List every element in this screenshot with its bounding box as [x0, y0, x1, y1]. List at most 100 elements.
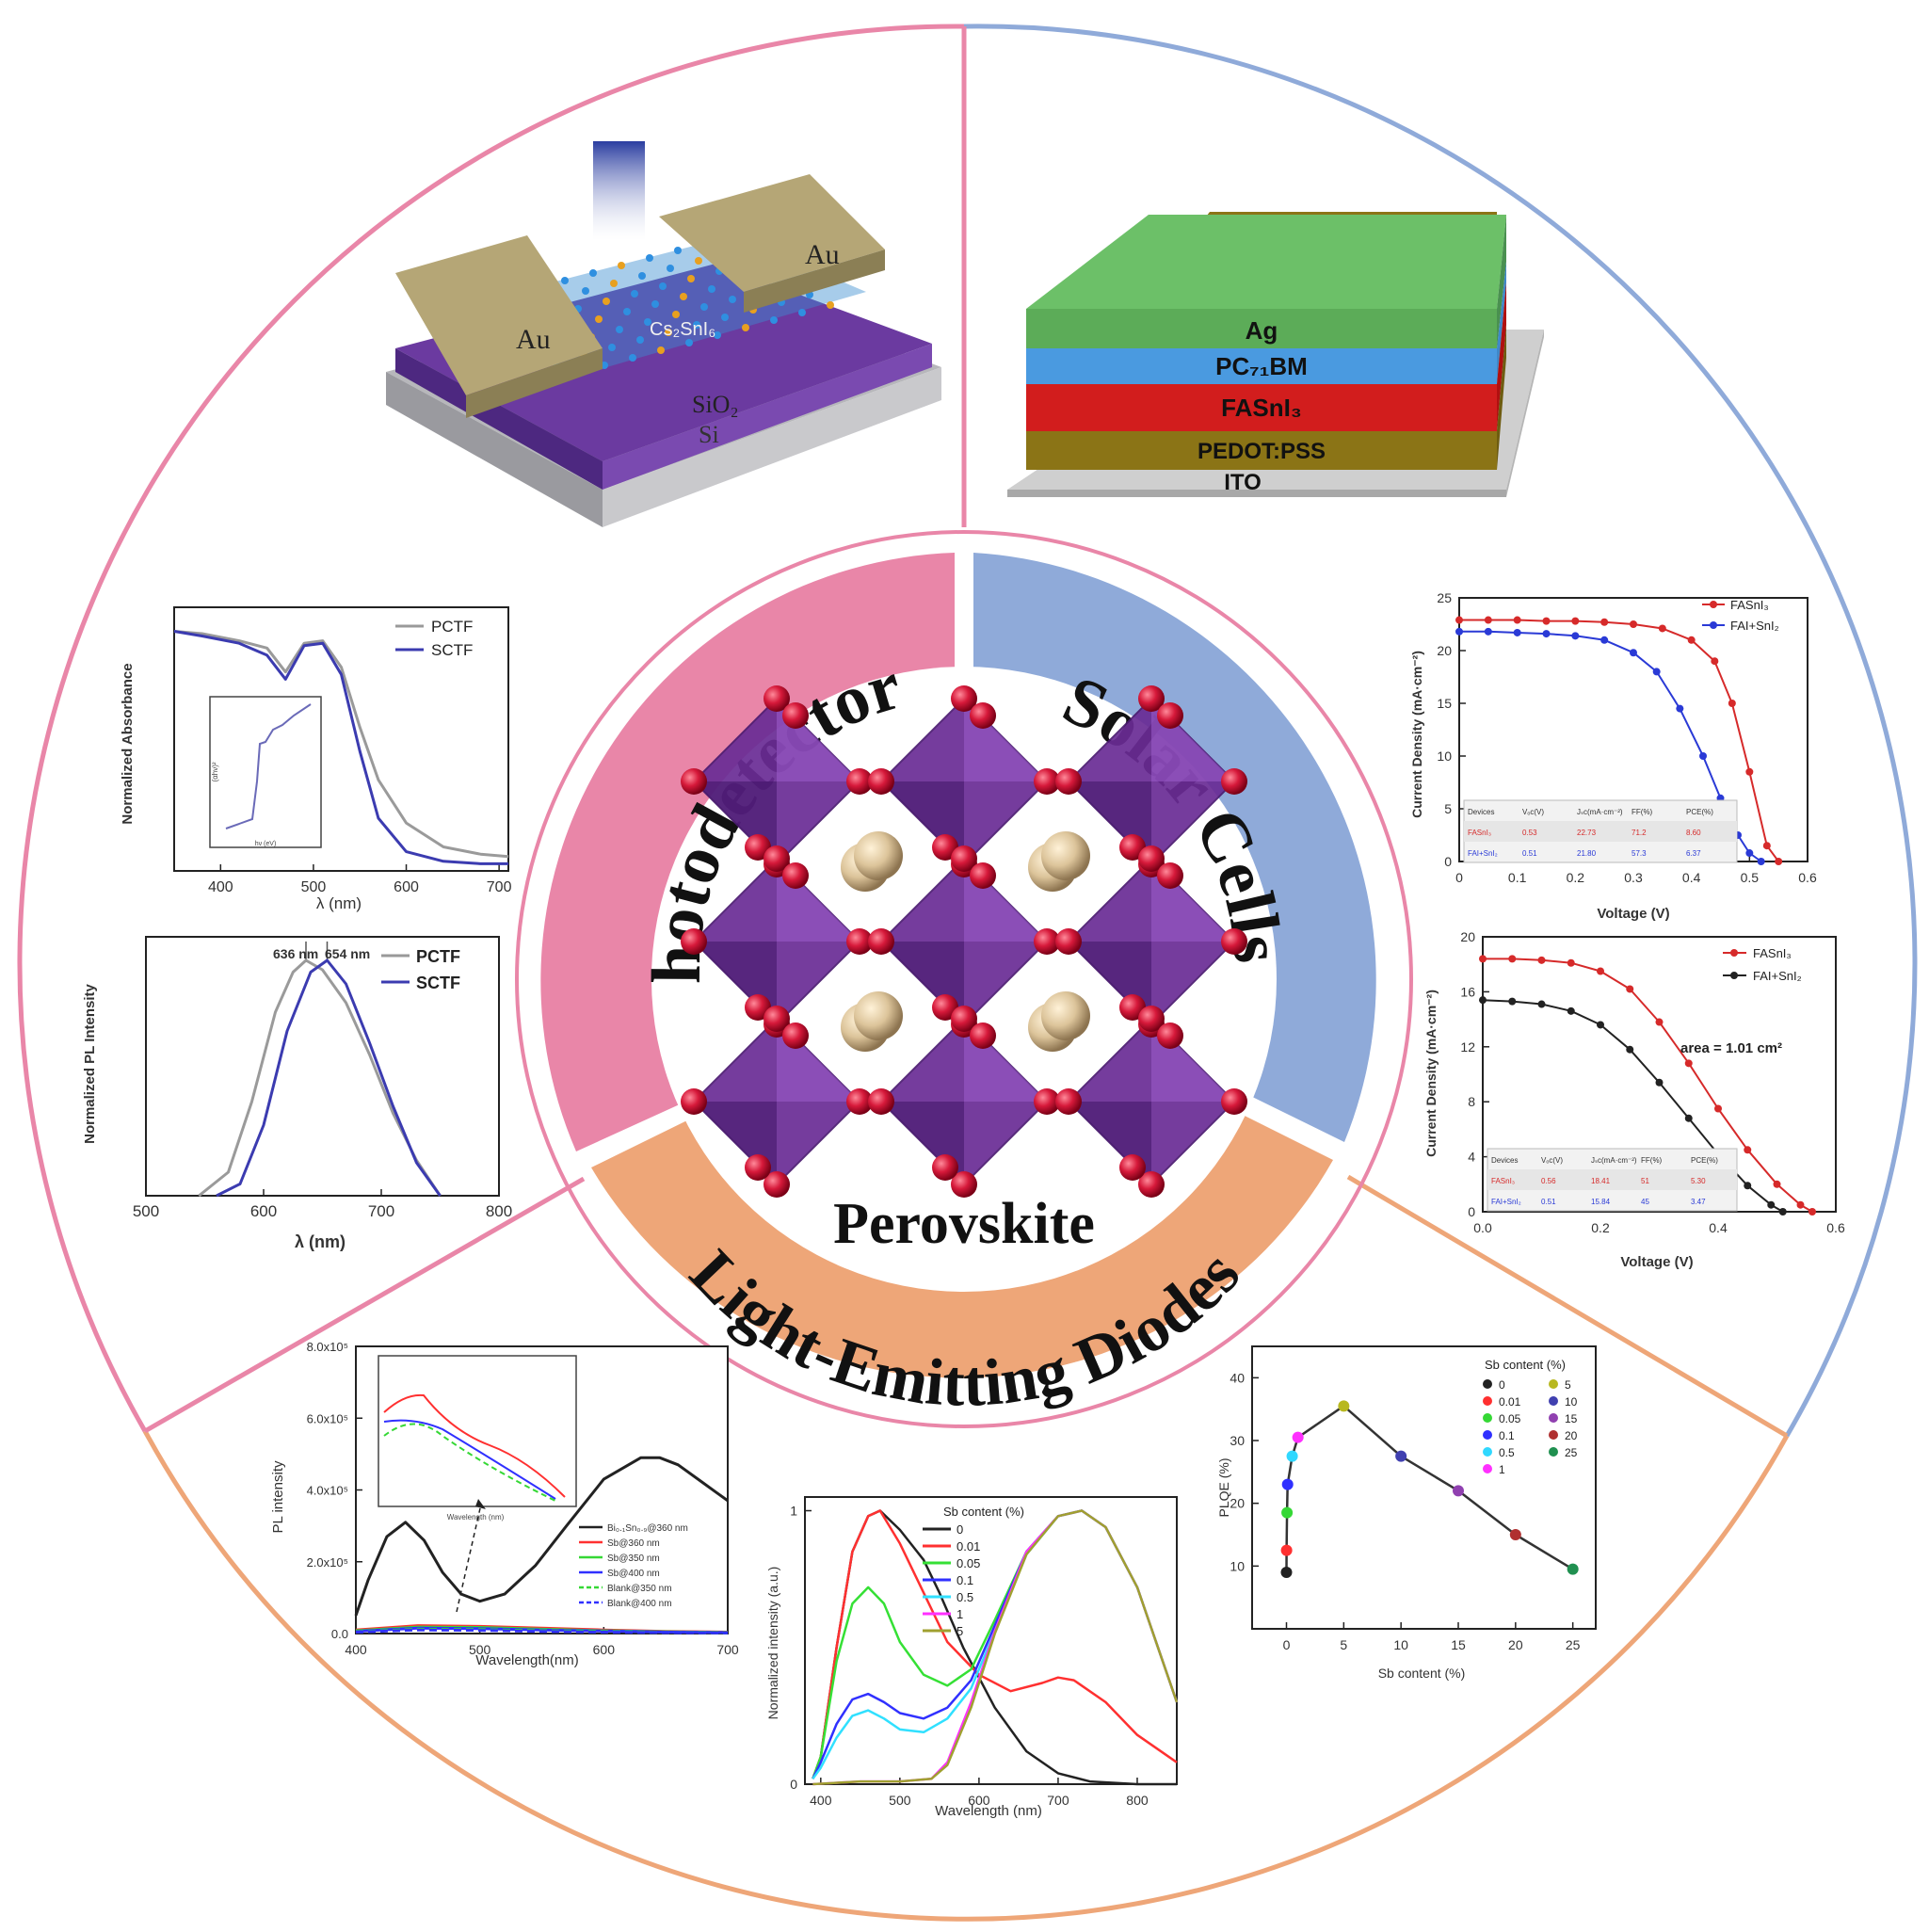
layer-fasni3 [1026, 384, 1497, 431]
oxygen-atom [1138, 1171, 1165, 1198]
abs-legend-pctf: PCTF [431, 618, 473, 636]
lattice-atom [595, 315, 603, 323]
ledTicks-ytick: 2.0x10⁵ [307, 1555, 348, 1570]
normalized-pl-chart: Normalized intensity (a.u.) Wavelength (… [765, 1496, 1179, 1819]
oxygen-atom [1157, 1022, 1183, 1049]
norm-legend-item: 0.1 [956, 1573, 973, 1587]
jv2-legend-b: FAI+SnI₂ [1753, 969, 1802, 983]
oxygen-atom [1138, 1006, 1165, 1032]
oxygen-atom [1034, 768, 1060, 795]
jv1Ticks-xtick: 0.6 [1798, 870, 1817, 885]
segment-leds[interactable] [591, 1109, 1333, 1378]
jv1Lines-point [1571, 617, 1580, 625]
plqeTicks-xtick: 10 [1393, 1637, 1408, 1652]
jv1Table-header: PCE(%) [1686, 808, 1713, 816]
led-legend-item: Sb@400 nm [607, 1569, 660, 1579]
layer-pedot [1026, 430, 1497, 470]
sio2-label: SiO₂ [692, 391, 739, 418]
oxygen-atom [846, 768, 873, 795]
oxygen-atom [868, 928, 894, 955]
plqeTicks-ytick: 10 [1230, 1558, 1245, 1573]
jv2Lines-point [1597, 967, 1604, 975]
jv1Lines-point [1484, 616, 1492, 624]
jv1Ticks-ytick: 10 [1437, 749, 1452, 764]
oxygen-atom [970, 862, 996, 889]
jv1Table-header: Devices [1468, 808, 1494, 816]
jv2Lines-point [1626, 985, 1634, 993]
normLines-series-1 [812, 1509, 1178, 1779]
abs-inset [209, 696, 322, 848]
led-inset-xlabel: Wavelength (nm) [447, 1513, 505, 1521]
oxygen-atom [951, 685, 977, 712]
jv1Table-header: Jₛc(mA·cm⁻²) [1577, 808, 1623, 816]
oxygen-atom [1034, 928, 1060, 955]
oxygen-atom [681, 1088, 707, 1115]
jv2Lines-point [1567, 958, 1575, 967]
jv-chart-2: Current Density (mA·cm⁻²) Voltage (V) 0.… [1423, 929, 1845, 1270]
plTicks-xtick: 500 [133, 1202, 159, 1220]
oxygen-atom [846, 928, 873, 955]
lattice-atom [636, 336, 644, 344]
outer-ring [17, 24, 1918, 1922]
oxygen-atom [1034, 1088, 1060, 1115]
plqe-xlabel: Sb content (%) [1378, 1666, 1466, 1681]
led-legend-item: Sb@360 nm [607, 1538, 660, 1549]
lattice-atom [721, 314, 729, 321]
cation-atom [854, 991, 903, 1040]
jv1Ticks-ytick: 15 [1437, 696, 1452, 711]
plqeLines-point [1395, 1450, 1407, 1462]
jv1Ticks-xtick: 0.3 [1624, 870, 1643, 885]
jv1Lines-point [1600, 636, 1609, 644]
jv2Table-cell: 0.51 [1541, 1198, 1556, 1206]
plqe-ylabel: PLQE (%) [1216, 1457, 1231, 1517]
norm-legend-item: 1 [956, 1607, 963, 1621]
oxygen-atom [745, 1154, 771, 1181]
jv2Lines-point [1773, 1180, 1781, 1188]
plqe-legend-item: 15 [1565, 1412, 1578, 1425]
jv1Lines-point [1630, 649, 1637, 657]
norm-legend-title: Sb content (%) [943, 1505, 1024, 1519]
jv1Ticks-xtick: 0 [1455, 870, 1463, 885]
jv2Lines-point [1655, 1078, 1664, 1087]
plqeLines-point [1280, 1567, 1293, 1578]
plqe-legend-title: Sb content (%) [1485, 1358, 1566, 1372]
jv1Table-cell: 0.53 [1522, 829, 1537, 837]
segment-photodetectors[interactable] [540, 553, 955, 1151]
jv1Ticks-ytick: 25 [1437, 590, 1452, 605]
jv2Lines-series-1 [1482, 999, 1784, 1213]
led-inset [378, 1355, 577, 1507]
led-arrow [456, 1507, 481, 1613]
oxygen-atom [764, 845, 790, 872]
jv1-xlabel: Voltage (V) [1597, 906, 1669, 922]
pl-peak1-label: 636 nm [273, 946, 318, 961]
cation-atom [854, 831, 903, 880]
jv1Table-cell: FAI+SnI₂ [1468, 849, 1498, 858]
jv2Lines-point [1479, 955, 1487, 963]
jv2Lines-point [1744, 1146, 1752, 1154]
jv2Lines-point [1567, 1006, 1575, 1015]
jv1Lines-point [1571, 632, 1580, 640]
jv1Table-cell: 8.60 [1686, 829, 1701, 837]
oxygen-atom [764, 1171, 790, 1198]
plqe-legend-item: 0.5 [1499, 1446, 1515, 1459]
jv2Table-cell: 3.47 [1691, 1198, 1706, 1206]
jv2Lines-point [1597, 1021, 1604, 1029]
norm-xlabel: Wavelength (nm) [935, 1803, 1042, 1819]
jv1Lines-point [1484, 627, 1492, 636]
oxygen-atom [1138, 845, 1165, 872]
abs-inset-xlabel: hν (eV) [255, 841, 277, 847]
norm-legend-item: 0.01 [956, 1539, 980, 1554]
jv1Lines-point [1728, 700, 1736, 707]
plqeTicks-ytick: 40 [1230, 1370, 1245, 1385]
oxygen-atom [681, 928, 707, 955]
lattice-atom [616, 326, 623, 333]
led-legend-item: Blank@350 nm [607, 1584, 672, 1594]
jv1Ticks-xtick: 0.4 [1682, 870, 1701, 885]
jv2-legend-a: FASnI₃ [1753, 946, 1792, 960]
abs-inset-ylabel: (αhν)² [211, 762, 219, 781]
jv2Table-header: Devices [1491, 1156, 1518, 1165]
normLines-series-6 [812, 1509, 1179, 1786]
jv1Lines-point [1775, 858, 1783, 865]
